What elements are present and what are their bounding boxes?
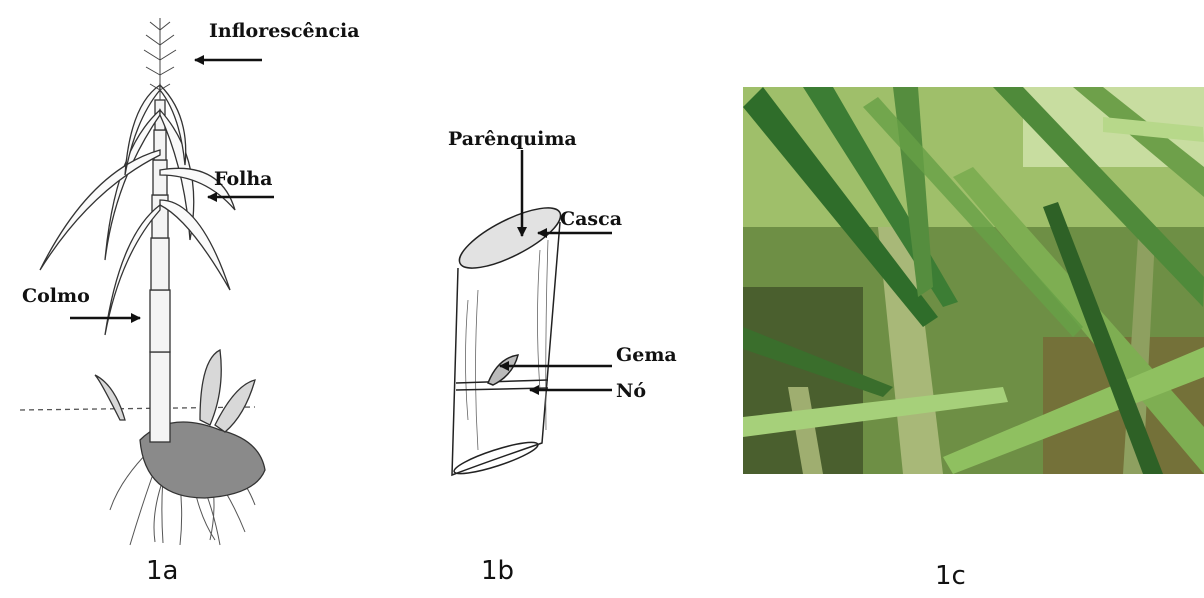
parenchyma-top bbox=[452, 197, 568, 280]
inflorescence-tassel bbox=[144, 18, 176, 100]
ground-line bbox=[20, 407, 255, 410]
bark-label: Casca bbox=[560, 208, 622, 230]
parenchyma-label: Parênquima bbox=[448, 128, 577, 150]
photo-illustration bbox=[743, 87, 1204, 474]
caption-1a: 1a bbox=[146, 556, 178, 586]
sugarcane-photo bbox=[743, 87, 1204, 474]
sugarcane-plant-drawing bbox=[20, 18, 265, 545]
leaf-label: Folha bbox=[214, 168, 272, 190]
node-band bbox=[456, 380, 548, 390]
inflorescence-label: Inflorescência bbox=[209, 20, 360, 42]
bud-label: Gema bbox=[616, 344, 677, 366]
stalk-label: Colmo bbox=[22, 285, 90, 307]
stalk-section-drawing bbox=[452, 197, 568, 480]
caption-1c: 1c bbox=[935, 561, 966, 591]
node-label: Nó bbox=[616, 380, 646, 402]
caption-1b: 1b bbox=[481, 556, 514, 586]
